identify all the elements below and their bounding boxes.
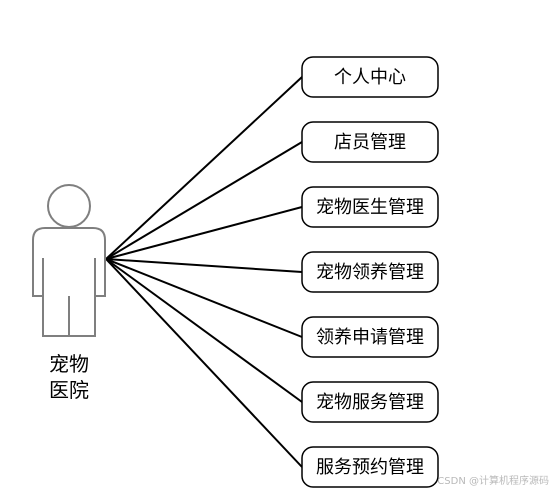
actor-label-line1: 宠物 [49, 352, 89, 376]
use-case-box [301, 316, 439, 358]
association-line [105, 258, 303, 403]
use-case-box [301, 121, 439, 163]
association-line [105, 258, 303, 338]
actor-figure-icon [32, 184, 106, 337]
use-case-label: 个人中心 [334, 67, 406, 88]
actor-head [47, 184, 91, 228]
use-case-uc-pet-adoption-mgmt: 宠物领养管理 [301, 251, 439, 293]
use-case-uc-pet-service-mgmt: 宠物服务管理 [301, 381, 439, 423]
use-case-box [301, 56, 439, 98]
actor-body [32, 227, 106, 337]
association-line [105, 206, 303, 260]
use-case-uc-adoption-application-mgmt: 领养申请管理 [301, 316, 439, 358]
use-case-label: 服务预约管理 [316, 457, 424, 478]
association-line [105, 76, 303, 260]
use-case-label: 宠物领养管理 [316, 262, 424, 283]
association-lines [105, 76, 303, 468]
use-case-label: 宠物服务管理 [316, 392, 424, 413]
use-case-uc-personal-center: 个人中心 [301, 56, 439, 98]
use-case-box [301, 446, 439, 488]
association-line [105, 258, 303, 468]
use-case-label: 领养申请管理 [316, 327, 424, 348]
association-line [105, 258, 303, 273]
use-case-uc-staff-mgmt: 店员管理 [301, 121, 439, 163]
use-case-box [301, 186, 439, 228]
watermark-text: CSDN @计算机程序源码 [437, 476, 549, 487]
use-case-box [301, 381, 439, 423]
use-case-label: 店员管理 [334, 132, 406, 153]
use-case-uc-pet-doctor-mgmt: 宠物医生管理 [301, 186, 439, 228]
use-case-uc-service-booking-mgmt: 服务预约管理 [301, 446, 439, 488]
use-case-box [301, 251, 439, 293]
use-case-label: 宠物医生管理 [316, 197, 424, 218]
association-line [105, 141, 303, 260]
actor-label-line2: 医院 [49, 378, 89, 402]
